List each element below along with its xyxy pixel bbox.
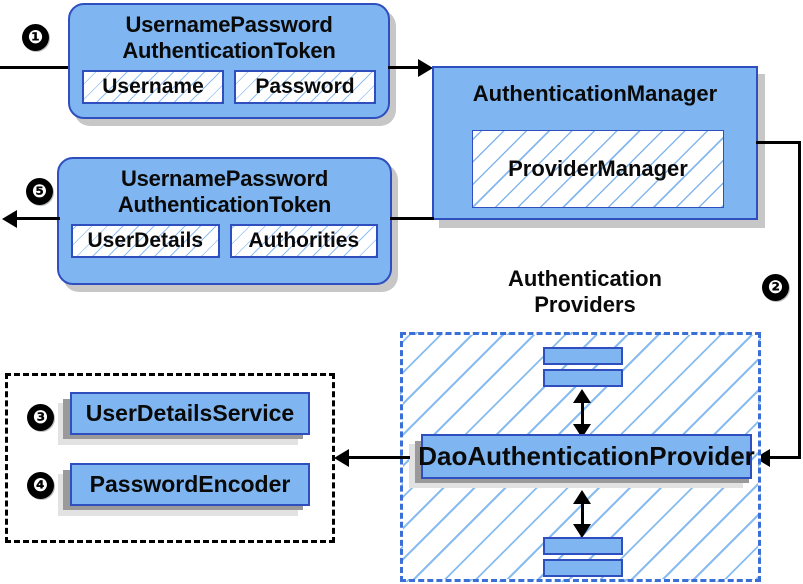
provider-link-top-arrow-up	[573, 389, 591, 403]
userdetailsservice-box: UserDetailsService	[70, 392, 310, 435]
provider-link-bottom-line	[581, 497, 584, 529]
token-to-manager-arrowhead	[418, 59, 433, 77]
outgoing-response-line	[16, 217, 60, 220]
username-password-authentication-token-request: UsernamePassword AuthenticationToken Use…	[68, 3, 390, 119]
providers-title-line1: Authentication	[508, 266, 662, 291]
response-token-title-line1: UsernamePassword	[120, 166, 329, 191]
slot-authorities: Authorities	[229, 224, 378, 258]
step-3-badge: ❸	[27, 404, 54, 431]
response-token-slots: UserDetails Authorities	[59, 224, 390, 258]
username-password-authentication-token-response: UsernamePassword AuthenticationToken Use…	[57, 157, 392, 285]
manager-to-response-token-line	[390, 217, 434, 220]
step-1-badge: ❶	[22, 24, 49, 51]
request-token-slots: Username Password	[70, 70, 388, 104]
slot-username: Username	[82, 70, 224, 104]
provider-link-top-line	[581, 396, 584, 429]
providers-title-line2: Providers	[534, 292, 636, 317]
provider-manager-box: ProviderManager	[472, 130, 724, 208]
response-token-title: UsernamePassword AuthenticationToken	[59, 159, 390, 218]
slot-userdetails: UserDetails	[71, 224, 220, 258]
authentication-providers-title: Authentication Providers	[455, 266, 715, 318]
request-token-title-line2: AuthenticationToken	[122, 38, 336, 63]
response-token-title-line2: AuthenticationToken	[117, 192, 332, 217]
request-token-title: UsernamePassword AuthenticationToken	[70, 5, 388, 64]
provider-to-services-arrowhead	[334, 449, 349, 467]
manager-right-branch-line	[756, 141, 801, 144]
step-2-badge: ❷	[762, 274, 789, 301]
authentication-manager-box: AuthenticationManager ProviderManager	[432, 66, 758, 220]
provider-entry-line	[768, 456, 801, 459]
support-services-container	[5, 373, 335, 543]
request-token-title-line1: UsernamePassword	[125, 12, 333, 37]
manager-to-provider-vertical-line	[798, 141, 801, 458]
provider-link-bottom-arrow-up	[573, 490, 591, 504]
step-5-badge: ❺	[26, 178, 53, 205]
provider-link-bottom-arrow-down	[573, 524, 591, 538]
outgoing-response-arrowhead	[2, 210, 17, 228]
provider-to-services-line	[348, 456, 410, 459]
dao-authentication-provider-box: DaoAuthenticationProvider	[418, 434, 755, 479]
provider-stub-bottom-2	[543, 559, 623, 577]
provider-stub-top-1	[543, 347, 623, 365]
provider-stub-bottom-1	[543, 537, 623, 555]
authentication-manager-title: AuthenticationManager	[472, 81, 718, 106]
step-4-badge: ❹	[27, 472, 54, 499]
slot-password: Password	[234, 70, 376, 104]
incoming-request-line	[0, 66, 76, 69]
provider-stub-top-2	[543, 369, 623, 387]
passwordencoder-box: PasswordEncoder	[70, 463, 310, 506]
token-to-manager-line	[388, 66, 420, 69]
